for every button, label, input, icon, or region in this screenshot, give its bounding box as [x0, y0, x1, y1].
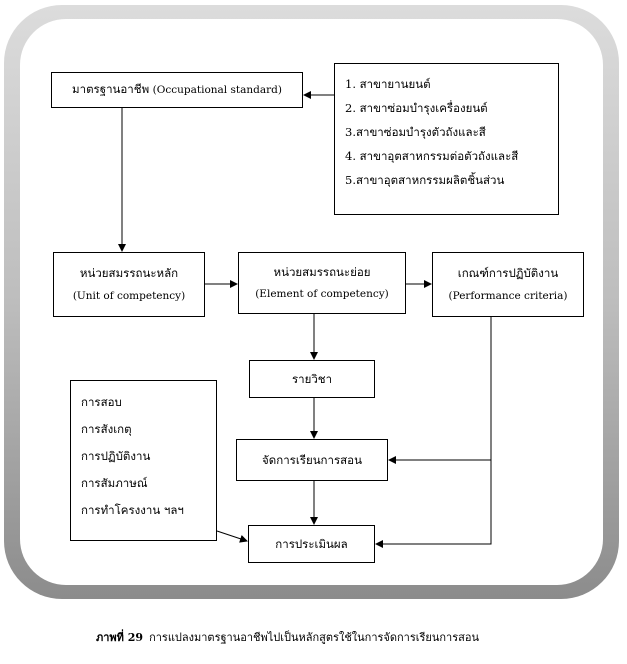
performance-criteria-box: เกณฑ์การปฏิบัติงาน (Performance criteria… [432, 252, 584, 317]
arrow-performance-to-evaluation [375, 460, 492, 548]
element-eng: (Element of competency) [255, 288, 389, 301]
method-item: การสัมภาษณ์ [81, 476, 148, 490]
performance-thai: เกณฑ์การปฏิบัติงาน [457, 266, 559, 281]
branch-list-box: 1. สาขายานยนต์ 2. สาขาซ่อมบำรุงเครื่องยน… [334, 63, 559, 215]
element-thai: หน่วยสมรรถนะย่อย [273, 264, 371, 279]
branch-item: 5.สาขาอุตสาหกรรมผลิตชิ้นส่วน [345, 173, 505, 187]
figure-caption-text: การแปลงมาตรฐานอาชีพไปเป็นหลักสูตรใช้ในกา… [149, 631, 479, 644]
element-of-competency-box: หน่วยสมรรถนะย่อย (Element of competency) [238, 252, 406, 314]
occupational-standard-thai: มาตรฐานอาชีพ [72, 82, 150, 97]
subject-box: รายวิชา [249, 360, 375, 398]
branch-item: 4. สาขาอุตสาหกรรมต่อตัวถังและสี [345, 149, 519, 163]
method-item: การสังเกตุ [81, 422, 132, 436]
subject-label: รายวิชา [291, 371, 333, 386]
teaching-box: จัดการเรียนการสอน [236, 439, 388, 481]
branch-item: 3.สาขาซ่อมบำรุงตัวถังและสี [345, 125, 486, 139]
occupational-standard-box: มาตรฐานอาชีพ (Occupational standard) [51, 72, 303, 108]
branch-item: 2. สาขาซ่อมบำรุงเครื่องยนต์ [345, 101, 488, 115]
arrow-methods-to-evaluation [216, 530, 248, 543]
method-item: การสอบ [81, 395, 122, 409]
figure-caption-label: ภาพที่ 29 [96, 631, 144, 644]
unit-eng: (Unit of competency) [72, 289, 186, 302]
evaluation-label: การประเมินผล [275, 536, 348, 551]
assessment-methods-box: การสอบ การสังเกตุ การปฏิบัติงาน การสัมภา… [70, 380, 217, 541]
branch-item: 1. สาขายานยนต์ [345, 77, 431, 91]
performance-eng: (Performance criteria) [448, 289, 568, 302]
method-item: การทำโครงงาน ฯลฯ [81, 503, 184, 517]
evaluation-box: การประเมินผล [248, 525, 375, 563]
unit-of-competency-box: หน่วยสมรรถนะหลัก (Unit of competency) [53, 252, 205, 317]
unit-thai: หน่วยสมรรถนะหลัก [79, 266, 179, 281]
teaching-label: จัดการเรียนการสอน [262, 452, 362, 467]
arrow-performance-to-teaching [388, 317, 492, 464]
method-item: การปฏิบัติงาน [81, 449, 151, 463]
occupational-standard-label: มาตรฐานอาชีพ (Occupational standard) [72, 82, 282, 97]
figure-caption: ภาพที่ 29 การแปลงมาตรฐานอาชีพไปเป็นหลักสู… [96, 628, 479, 646]
occupational-standard-eng: (Occupational standard) [152, 84, 282, 97]
